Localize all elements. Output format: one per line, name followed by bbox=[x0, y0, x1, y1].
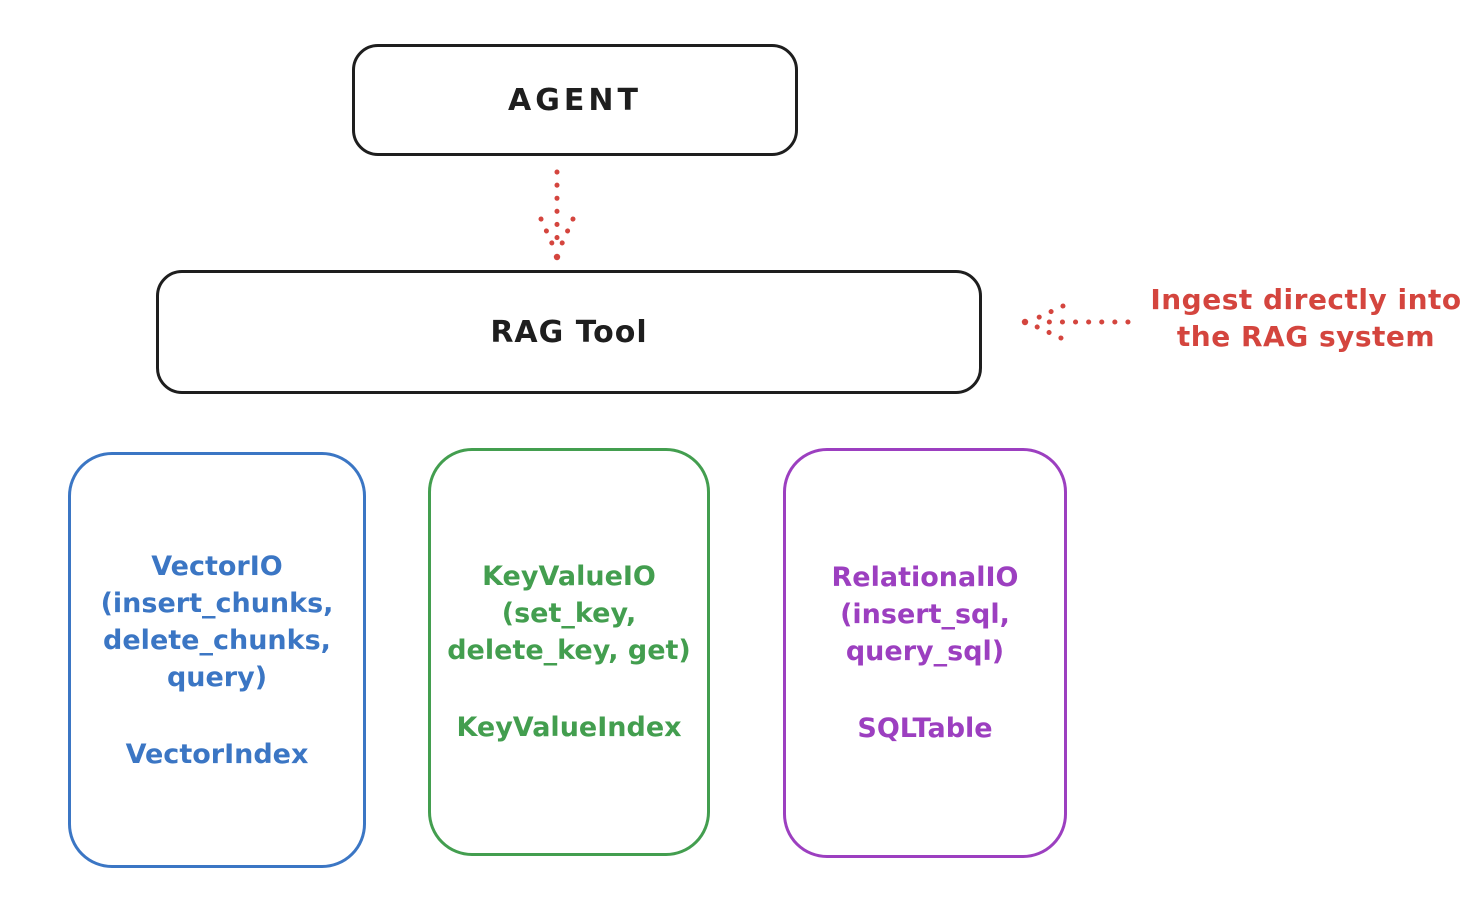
io-box-line: (insert_sql, bbox=[840, 599, 1010, 630]
vector-io-box: VectorIO (insert_chunks, delete_chunks, … bbox=[68, 452, 366, 868]
ingest-annotation-line1: Ingest directly into bbox=[1150, 283, 1462, 316]
agent-to-ragtool-arrow bbox=[538, 169, 576, 261]
io-box-line: KeyValueIO bbox=[482, 561, 656, 592]
io-box-methods: KeyValueIO (set_key, delete_key, get) bbox=[447, 558, 691, 669]
io-box-index-label: KeyValueIndex bbox=[456, 712, 682, 743]
ragtool-node: RAG Tool bbox=[156, 270, 982, 394]
ragtool-node-label: RAG Tool bbox=[490, 314, 648, 350]
io-box-line: delete_chunks, bbox=[103, 624, 331, 656]
io-box-line: VectorIO bbox=[151, 550, 283, 582]
io-box-line: query) bbox=[166, 661, 268, 693]
io-box-line: (set_key, bbox=[501, 598, 637, 629]
io-box-line: query_sql) bbox=[845, 636, 1005, 667]
io-box-index-label: VectorIndex bbox=[125, 738, 309, 770]
io-box-line: delete_key, get) bbox=[447, 635, 691, 666]
ingest-annotation-line2: the RAG system bbox=[1176, 320, 1436, 353]
io-box-line: RelationalIO bbox=[831, 562, 1019, 593]
agent-node-label: AGENT bbox=[508, 82, 642, 118]
io-box-index-label: SQLTable bbox=[857, 713, 993, 744]
keyvalue-io-box: KeyValueIO (set_key, delete_key, get) Ke… bbox=[428, 448, 710, 856]
agent-node: AGENT bbox=[352, 44, 798, 156]
ingest-annotation: Ingest directly into the RAG system bbox=[1130, 281, 1482, 355]
relational-io-box: RelationalIO (insert_sql, query_sql) SQL… bbox=[783, 448, 1067, 858]
ingest-arrow bbox=[1021, 303, 1131, 341]
io-box-methods: VectorIO (insert_chunks, delete_chunks, … bbox=[101, 548, 334, 696]
io-box-line: (insert_chunks, bbox=[100, 587, 334, 619]
io-box-methods: RelationalIO (insert_sql, query_sql) bbox=[832, 559, 1019, 670]
